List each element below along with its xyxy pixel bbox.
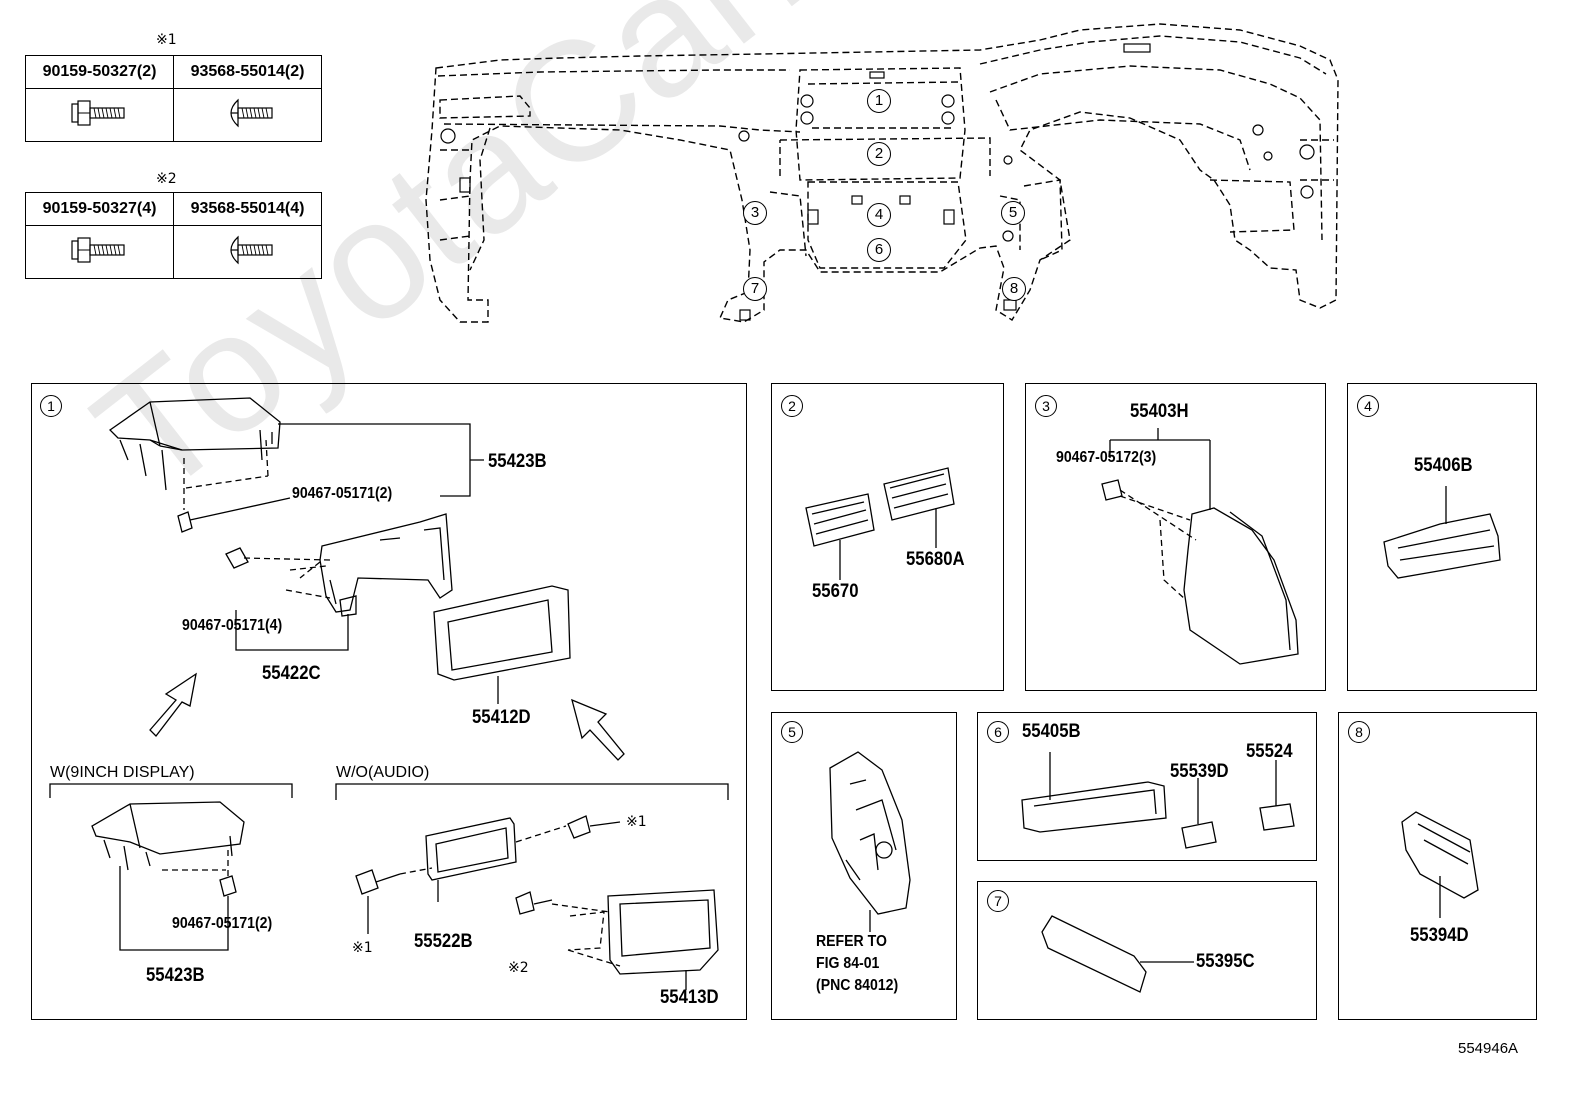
- fastener-1-part-a: 90159-50327(2): [25, 55, 174, 89]
- overview-callout-4: 4: [867, 203, 891, 227]
- label-90467-05171-2: 90467-05171(2): [292, 485, 393, 502]
- panel-1-number: 1: [40, 395, 62, 417]
- note-ref-1-left: ※1: [352, 940, 373, 956]
- panel-7-number: 7: [987, 890, 1009, 912]
- switch-base-55405b: [1021, 781, 1167, 833]
- label-55412d: 55412D: [472, 707, 531, 728]
- upper-cover-55423b: [108, 397, 281, 451]
- overview-callout-8: 8: [1002, 277, 1026, 301]
- label-55422c: 55422C: [262, 663, 321, 684]
- label-55522b: 55522B: [414, 931, 473, 952]
- bezel-55522b: [425, 817, 517, 881]
- bracket-55413d: [607, 889, 719, 975]
- overview-callout-1: 1: [867, 89, 891, 113]
- panel-4: [1347, 383, 1537, 691]
- side-vent-84012: [829, 751, 911, 915]
- flange-bolt-icon: [25, 225, 174, 279]
- panel-8-number: 8: [1348, 721, 1370, 743]
- trim-55406b: [1383, 513, 1501, 579]
- label-55680a: 55680A: [906, 549, 965, 570]
- fastener-2-part-b: 93568-55014(4): [173, 192, 322, 226]
- upper-cover-9inch-55423b: [91, 801, 245, 855]
- bracket-55394d: [1401, 811, 1479, 899]
- display-55412d: [433, 585, 571, 681]
- arrow-right: [571, 698, 625, 761]
- round-head-screw-icon: [173, 225, 322, 279]
- cover-55395c: [1041, 915, 1147, 993]
- vent-55680a: [883, 467, 955, 521]
- fastener-note-1: ※1: [156, 32, 177, 48]
- round-head-screw-icon: [173, 88, 322, 142]
- note-ref-2: ※2: [508, 960, 529, 976]
- label-90467-05171-4: 90467-05171(4): [182, 617, 283, 634]
- overview-callout-7: 7: [743, 277, 767, 301]
- vent-55670: [805, 493, 875, 547]
- label-55423b: 55423B: [488, 451, 547, 472]
- label-55524: 55524: [1246, 741, 1293, 762]
- overview-callout-5: 5: [1001, 201, 1025, 225]
- arrow-left: [149, 672, 197, 737]
- panel-6-number: 6: [987, 721, 1009, 743]
- flange-bolt-icon: [25, 88, 174, 142]
- label-55413d: 55413D: [660, 987, 719, 1008]
- panel-2-number: 2: [781, 395, 803, 417]
- label-55539d: 55539D: [1170, 761, 1229, 782]
- panel-8: [1338, 712, 1537, 1020]
- panel-3-number: 3: [1035, 395, 1057, 417]
- panel-1: [31, 383, 747, 1020]
- clip-90467-05171-a: [177, 511, 193, 533]
- refer-line-1: REFER TO: [816, 933, 887, 950]
- panel-4-number: 4: [1357, 395, 1379, 417]
- label-55403h: 55403H: [1130, 401, 1189, 422]
- panel-5-number: 5: [781, 721, 803, 743]
- label-55394d: 55394D: [1410, 925, 1469, 946]
- overview-callout-3: 3: [743, 201, 767, 225]
- fastener-table-1: 90159-50327(2) 93568-55014(2): [25, 55, 322, 142]
- label-w9-clip: 90467-05171(2): [172, 915, 273, 932]
- fastener-note-2: ※2: [156, 171, 177, 187]
- sub-w9inch-title: W(9INCH DISPLAY): [50, 764, 195, 781]
- lower-panel-55403h: [1183, 507, 1299, 665]
- overview-callout-2: 2: [867, 142, 891, 166]
- label-90467-05172: 90467-05172(3): [1056, 449, 1157, 466]
- refer-line-3: (PNC 84012): [816, 977, 899, 994]
- switch-55524: [1259, 803, 1295, 831]
- label-55405b: 55405B: [1022, 721, 1081, 742]
- panel-6: [977, 712, 1317, 861]
- refer-line-2: FIG 84-01: [816, 955, 880, 972]
- label-w9-55423b: 55423B: [146, 965, 205, 986]
- panel-bracket-55422c: [319, 513, 453, 613]
- label-55406b: 55406B: [1414, 455, 1473, 476]
- illustration-id: 554946A: [1458, 1040, 1519, 1057]
- panel-3: [1025, 383, 1326, 691]
- panel-7: [977, 881, 1317, 1020]
- fastener-table-2: 90159-50327(4) 93568-55014(4): [25, 192, 322, 279]
- panel-2: [771, 383, 1004, 691]
- fastener-1-part-b: 93568-55014(2): [173, 55, 322, 89]
- switch-55539d: [1181, 821, 1217, 849]
- label-55395c: 55395C: [1196, 951, 1255, 972]
- note-ref-1-right: ※1: [626, 814, 647, 830]
- panel-5: [771, 712, 957, 1020]
- overview-callout-6: 6: [867, 238, 891, 262]
- label-55670: 55670: [812, 581, 859, 602]
- sub-woaudio-title: W/O(AUDIO): [336, 764, 430, 781]
